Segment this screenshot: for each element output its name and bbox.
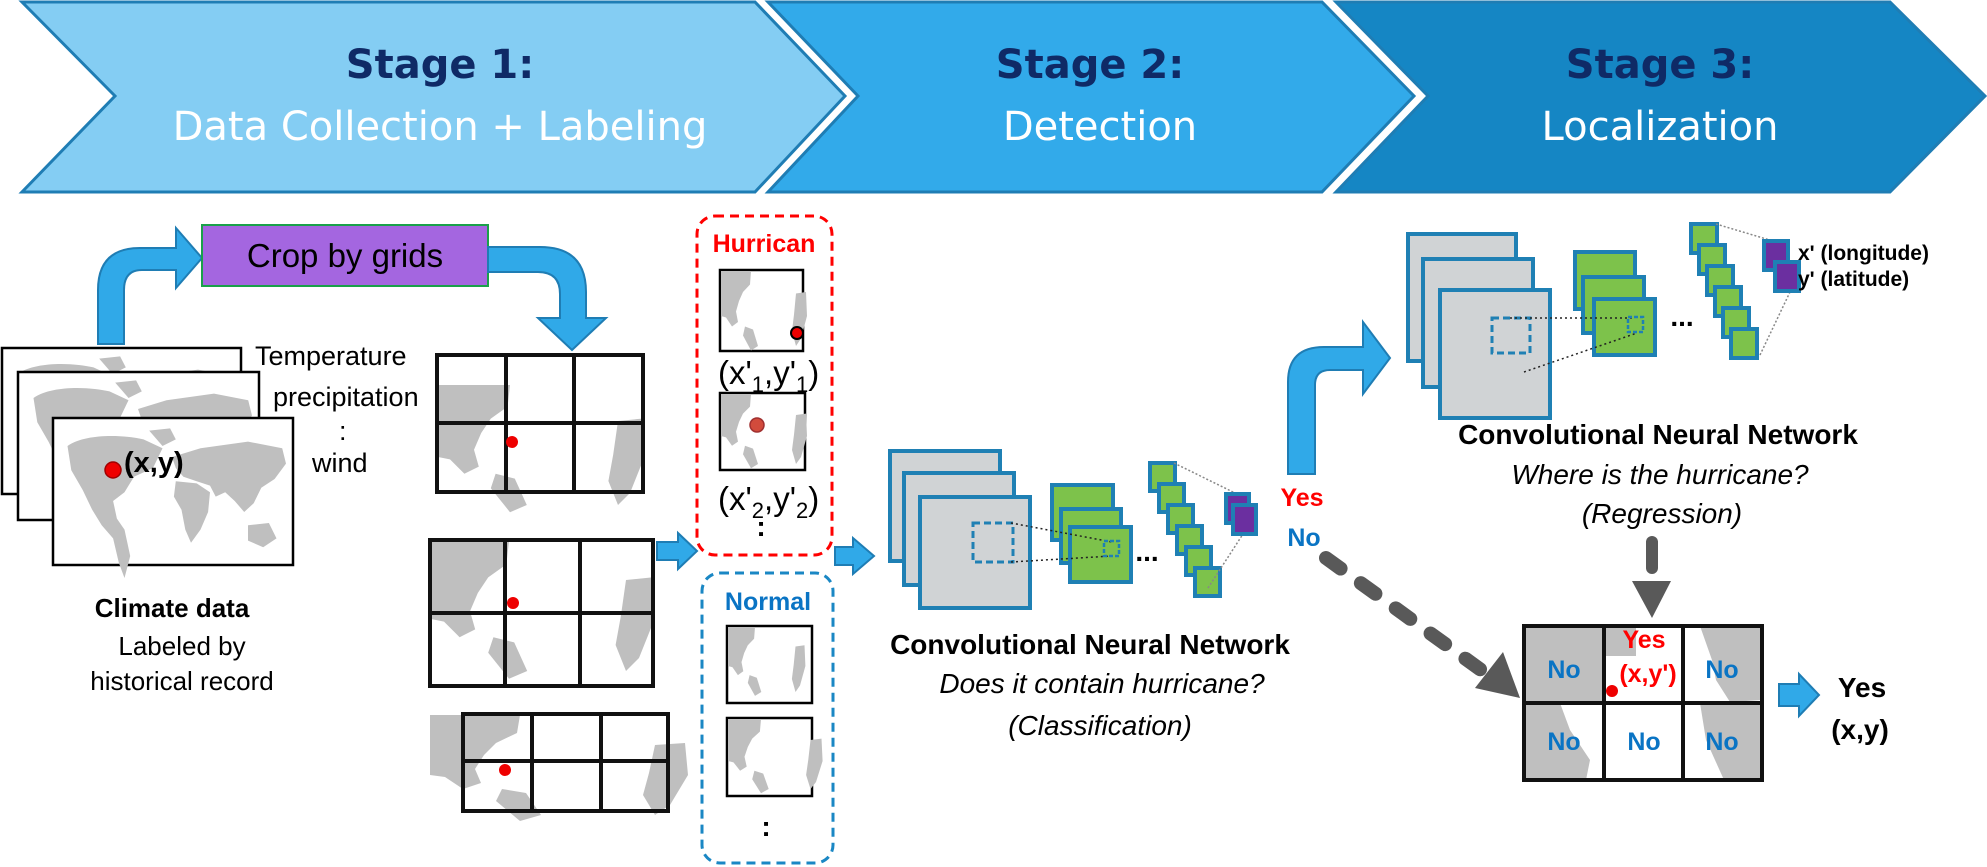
detection-task: (Classification) (1008, 710, 1192, 741)
grid-sample-1 (435, 353, 645, 513)
no-arrow (1319, 551, 1520, 698)
hurricane-more: : (756, 511, 765, 542)
conv-window (971, 521, 1015, 564)
result-cell-4-label: No (1547, 728, 1580, 756)
hurricane-coord-1: (x'1,y'1) (718, 354, 819, 397)
crop-label: Crop by grids (247, 237, 443, 274)
final-result-coord: (x,y) (1831, 714, 1889, 745)
hurricane-thumb-2 (718, 391, 807, 472)
variable-precipitation: precipitation (273, 382, 419, 412)
grid-sample-3 (430, 712, 688, 821)
detection-yes: Yes (1280, 484, 1323, 512)
stage-3-title: Stage 3: (1566, 42, 1754, 88)
variable-list: Temperature precipitation : wind (255, 341, 419, 478)
normal-samples-box: Normal : (700, 571, 835, 865)
loc-dense-layer-column (1689, 222, 1759, 360)
dense-layer-column (1148, 461, 1222, 598)
stage-1-chevron: Stage 1: Data Collection + Labeling (18, 0, 848, 194)
variable-temperature: Temperature (255, 341, 407, 371)
arrow-to-detection-cnn (834, 535, 876, 577)
climate-map-stack: (x,y) (0, 346, 295, 578)
stage-3-chevron: Stage 3: Localization (1332, 0, 1987, 194)
result-cell-6-label: No (1705, 728, 1738, 756)
dense-node-6 (1193, 566, 1222, 598)
output-longitude: x' (longitude) (1798, 242, 1929, 265)
arrow-to-grids (487, 246, 609, 352)
regression-down-arrow (1632, 536, 1671, 618)
loc-output-y (1773, 260, 1801, 293)
stage-banner: Stage 1: Data Collection + Labeling Stag… (18, 0, 1987, 194)
detection-question: Does it contain hurricane? (939, 668, 1265, 699)
output-latitude: y' (latitude) (1798, 268, 1909, 291)
variable-wind: wind (311, 448, 368, 478)
localization-question: Where is the hurricane? (1511, 459, 1809, 490)
normal-thumb-2 (725, 716, 823, 798)
arrow-to-final-result (1778, 671, 1821, 719)
output-node-2 (1231, 503, 1258, 536)
arrow-to-crop (97, 225, 204, 345)
stage-1-subtitle: Data Collection + Labeling (173, 104, 708, 150)
normal-label: Normal (725, 588, 811, 616)
crop-by-grids-box: Crop by grids (201, 224, 489, 287)
hurricane-point (104, 461, 122, 479)
hurricane-samples-box: Hurrican (x'1,y'1) (x'2,y'2) : (695, 214, 834, 557)
climate-data-title: Climate data (95, 593, 250, 623)
result-cell-3-label: No (1705, 656, 1738, 684)
feature-map-3 (1068, 525, 1133, 584)
grid-sample-2 (428, 538, 655, 688)
normal-thumb-1 (725, 624, 814, 705)
climate-data-sub2: historical record (90, 666, 274, 696)
loc-dense-node-6 (1729, 327, 1759, 360)
final-result-label: Yes (1838, 672, 1886, 703)
variable-ellipsis: : (339, 416, 347, 446)
stage-2-chevron: Stage 2: Detection (764, 0, 1417, 194)
hurricane-thumb-1 (718, 268, 807, 353)
result-cell-2-coord: (x,y') (1619, 660, 1676, 688)
detection-cnn: ... (888, 449, 1258, 610)
climate-data-sub1: Labeled by (118, 631, 245, 661)
stage-3-subtitle: Localization (1542, 104, 1779, 150)
result-cell-1-label: No (1547, 656, 1580, 684)
loc-input-layer-3 (1438, 288, 1552, 420)
detection-no: No (1287, 524, 1320, 552)
normal-more: : (761, 811, 770, 842)
hurricane-coord-2: (x'2,y'2) (718, 480, 819, 523)
stage-2-subtitle: Detection (1003, 104, 1197, 150)
stage-1-title: Stage 1: (346, 42, 534, 88)
loc-feature-map-3 (1592, 297, 1657, 357)
cnn1-ellipsis: ... (1135, 536, 1158, 567)
hurricane-label: Hurrican (713, 230, 816, 258)
result-cell-5-label: No (1627, 728, 1660, 756)
arrow-to-samples (656, 530, 699, 572)
localization-task: (Regression) (1582, 498, 1742, 529)
detection-cnn-title: Convolutional Neural Network (890, 629, 1290, 660)
cnn2-ellipsis: ... (1670, 301, 1693, 332)
result-cell-2-label: Yes (1622, 626, 1665, 654)
localization-cnn: ... x' (longitude) y' (latitude) (1406, 222, 1929, 420)
yes-arrow (1287, 319, 1392, 475)
localization-cnn-title: Convolutional Neural Network (1458, 419, 1858, 450)
point-label: (x,y) (124, 447, 184, 479)
stage-2-title: Stage 2: (996, 42, 1184, 88)
